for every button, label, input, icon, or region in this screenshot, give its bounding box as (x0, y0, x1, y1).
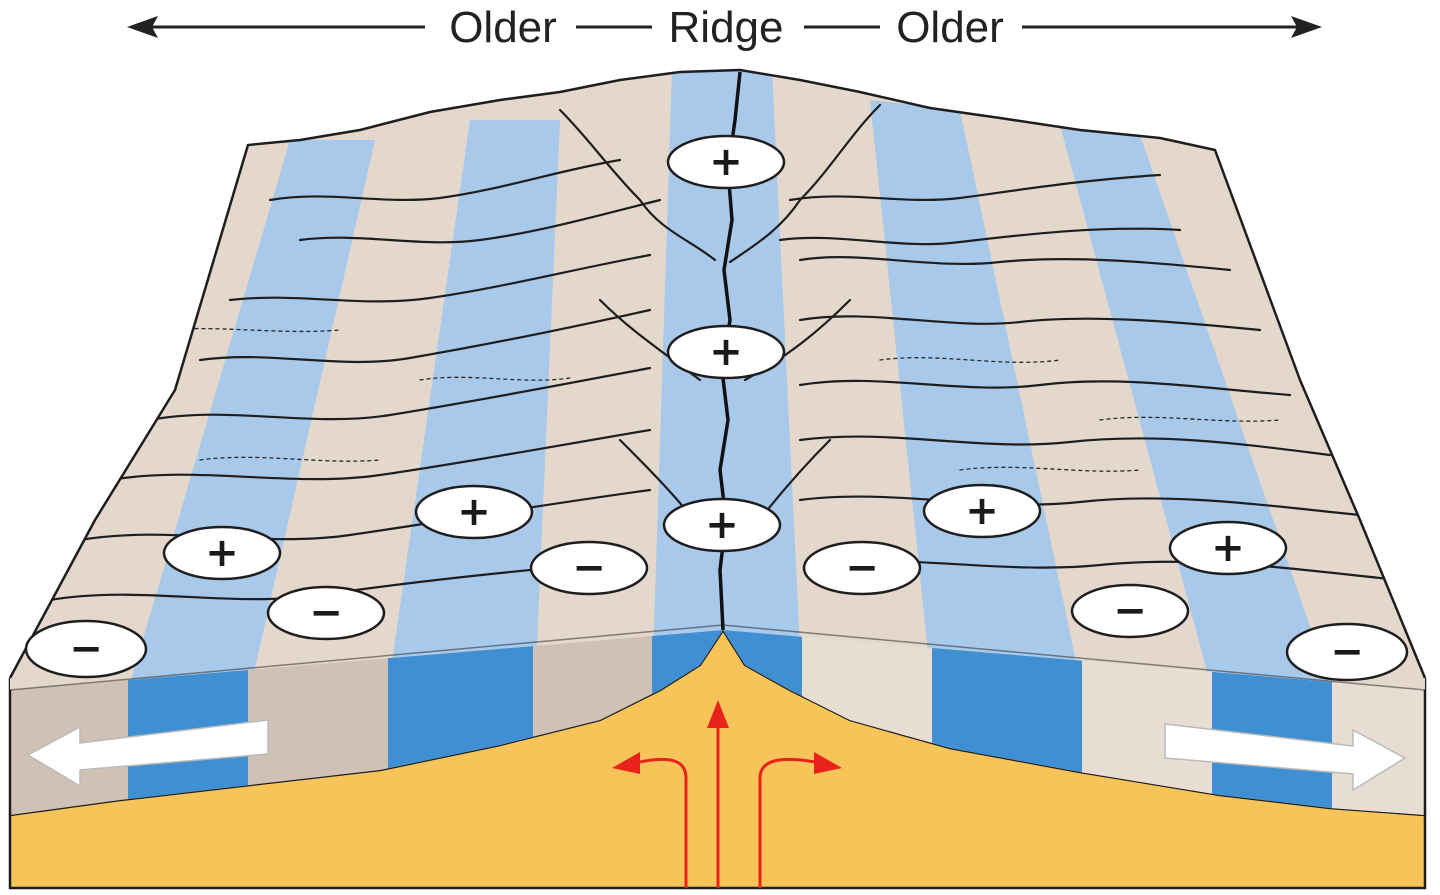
marker-oval (662, 497, 782, 553)
reversed-polarity-marker: − (1285, 622, 1409, 682)
marker-symbol: + (457, 489, 491, 535)
age-direction-header: Older Ridge Older (127, 3, 1322, 52)
older-label-left: Older (449, 3, 557, 52)
arrow-right-icon (1022, 16, 1322, 38)
marker-oval (414, 484, 534, 540)
marker-oval (666, 134, 786, 190)
marker-oval (1168, 520, 1288, 576)
normal-polarity-marker: + (922, 483, 1042, 539)
marker-oval (1285, 622, 1409, 682)
surface-front-edge (9, 624, 1426, 691)
normal-polarity-marker: + (666, 134, 786, 190)
upwelling-arrows-icon (612, 700, 842, 888)
marker-oval (666, 324, 786, 380)
marker-oval (1070, 583, 1190, 639)
marker-symbol: + (965, 488, 999, 534)
reversed-polarity-marker: − (529, 540, 649, 596)
crust-side-outline (8, 678, 1427, 815)
marker-oval (266, 585, 386, 641)
surface-band-normal (870, 100, 1082, 690)
reversed-polarity-marker: − (802, 540, 922, 596)
marker-oval (529, 540, 649, 596)
normal-polarity-marker: + (666, 324, 786, 380)
marker-symbol: − (1113, 588, 1147, 634)
older-label-right: Older (896, 3, 1004, 52)
marker-oval (802, 540, 922, 596)
reversed-polarity-marker: − (266, 585, 386, 641)
arrow-left-icon (127, 16, 425, 38)
marker-symbol: + (1211, 525, 1245, 571)
ridge-label: Ridge (669, 3, 784, 52)
marker-symbol: − (309, 590, 343, 636)
marker-symbol: − (1330, 629, 1364, 675)
reversed-polarity-marker: − (1070, 583, 1190, 639)
ridge-surface-outline (8, 68, 1427, 679)
marker-oval (24, 619, 148, 679)
normal-polarity-marker: + (1168, 520, 1288, 576)
polarity-markers: + + + + + − − − + + − − − (24, 134, 1409, 682)
marker-symbol: + (705, 502, 739, 548)
arrow-right-icon (1164, 723, 1407, 792)
marker-symbol: − (572, 545, 606, 591)
normal-polarity-marker: + (414, 484, 534, 540)
marker-symbol: + (205, 530, 239, 576)
normal-polarity-marker: + (162, 525, 282, 581)
reversed-polarity-marker: − (24, 619, 148, 679)
normal-polarity-marker: + (662, 497, 782, 553)
marker-symbol: − (845, 545, 879, 591)
surface-band-normal (388, 120, 560, 690)
arrow-left-icon (26, 719, 269, 788)
marker-symbol: − (69, 626, 103, 672)
marker-oval (162, 525, 282, 581)
marker-symbol: + (709, 329, 743, 375)
marker-symbol: + (709, 139, 743, 185)
marker-oval (922, 483, 1042, 539)
